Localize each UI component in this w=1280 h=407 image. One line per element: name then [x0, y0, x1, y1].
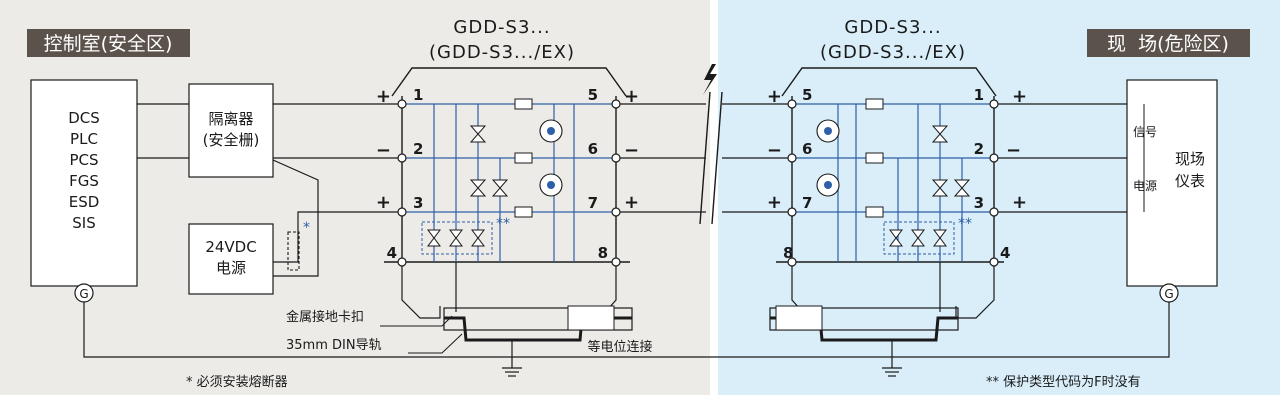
field-signal-label: 信号	[1133, 125, 1157, 139]
dcs-box-labels: DCS PLC PCS FGS ESD SIS	[68, 109, 100, 232]
protector-right-terminals: 5 + 6 − 7 + 8 1 + 2 − 3 + 4	[767, 86, 1027, 262]
plc-line: PLC	[70, 130, 98, 148]
cable-break-symbol	[699, 91, 723, 225]
field-instrument-box	[1126, 79, 1218, 287]
field-instrument-wires	[998, 103, 1127, 213]
earth-ground-right-icon	[882, 340, 902, 377]
terminal-right-6-pol: −	[767, 140, 782, 161]
earth-ground-left-icon	[502, 340, 522, 377]
dcs-box	[30, 79, 138, 287]
ground-symbol-right	[1159, 283, 1179, 303]
equipotential-line	[83, 302, 1170, 358]
terminal-right-2-pol: −	[1006, 140, 1021, 161]
dcs-isolator-wires	[137, 103, 189, 159]
terminal-right-5: 5	[802, 86, 812, 104]
equipotential-label: 等电位连接	[587, 339, 652, 355]
terminal-right-6: 6	[802, 140, 812, 158]
device-left-model: GDD-S3...	[453, 17, 550, 38]
field-power-label: 电源	[1133, 179, 1157, 193]
power-supply-line2: 电源	[216, 259, 246, 277]
code-note: ** 保护类型代码为F时没有	[986, 375, 1141, 390]
isolator-box-line1: 隔离器	[208, 110, 253, 128]
rail-leader	[408, 333, 463, 354]
terminal-right-5-pol: +	[767, 86, 782, 107]
hazard-zone-tag-text: 现 场(危险区)	[1107, 33, 1229, 55]
terminal-left-5: 5	[588, 86, 598, 104]
power-supply-box	[188, 223, 274, 295]
isolator-box-line2: (安全栅)	[203, 131, 260, 149]
safe-zone-tag-text: 控制室(安全区)	[44, 33, 173, 55]
terminal-left-8: 8	[598, 244, 608, 262]
terminal-left-7-pol: +	[624, 192, 639, 213]
device-left-model-ex: (GDD-S3.../EX)	[429, 42, 575, 63]
terminal-left-7: 7	[588, 194, 598, 212]
device-right-model-ex: (GDD-S3.../EX)	[820, 42, 966, 63]
fuse-note: * 必须安装熔断器	[186, 375, 288, 390]
terminal-right-3-pol: +	[1012, 192, 1027, 213]
terminal-right-1-pol: +	[1012, 86, 1027, 107]
terminal-left-4: 4	[387, 244, 397, 262]
isolator-box	[188, 83, 274, 178]
terminal-left-6-pol: −	[624, 140, 639, 161]
terminal-left-3-pol: +	[376, 192, 391, 213]
terminal-right-8: 8	[783, 244, 793, 262]
fuse-star: *	[303, 220, 310, 236]
terminal-right-2: 2	[974, 140, 984, 158]
protector-left	[384, 67, 633, 342]
power-supply-line1: 24VDC	[205, 238, 256, 256]
rail-label: 35mm DIN导轨	[286, 338, 382, 353]
protector-right	[769, 67, 1004, 342]
tvs-right-double-star: **	[958, 216, 972, 232]
terminal-left-1: 1	[413, 86, 423, 104]
terminal-right-3: 3	[974, 194, 984, 212]
terminal-right-7: 7	[802, 194, 812, 212]
terminal-right-4: 4	[1000, 244, 1010, 262]
protector-left-terminals: 1 + 2 − 3 + 4 5 + 6 − 7 + 8	[376, 86, 639, 262]
field-instrument-line2: 仪表	[1175, 172, 1205, 190]
tvs-left-double-star: **	[496, 216, 510, 232]
terminal-left-5-pol: +	[624, 86, 639, 107]
ground-symbol-left-text: G	[79, 287, 88, 301]
ground-symbol-right-text: G	[1164, 287, 1173, 301]
lightning-icon	[703, 64, 717, 95]
fuse-marker	[287, 231, 300, 271]
field-cable-wires	[620, 103, 792, 213]
clip-label: 金属接地卡扣	[286, 309, 364, 325]
isolator-protector-wires	[272, 103, 398, 277]
clip-leader	[380, 315, 453, 327]
field-instrument-line1: 现场	[1175, 150, 1205, 168]
terminal-left-6: 6	[588, 140, 598, 158]
hazard-zone-tag	[1087, 29, 1250, 57]
pcs-line: PCS	[69, 151, 98, 169]
esd-line: ESD	[69, 193, 100, 211]
terminal-left-2-pol: −	[376, 140, 391, 161]
safe-zone-tag	[27, 29, 190, 57]
terminal-left-2: 2	[413, 140, 423, 158]
sis-line: SIS	[72, 214, 95, 232]
device-right-model: GDD-S3...	[844, 17, 941, 38]
fgs-line: FGS	[69, 172, 99, 190]
terminal-left-1-pol: +	[376, 86, 391, 107]
terminal-right-1: 1	[974, 86, 984, 104]
terminal-left-3: 3	[413, 194, 423, 212]
terminal-right-7-pol: +	[767, 192, 782, 213]
dcs-line: DCS	[68, 109, 100, 127]
